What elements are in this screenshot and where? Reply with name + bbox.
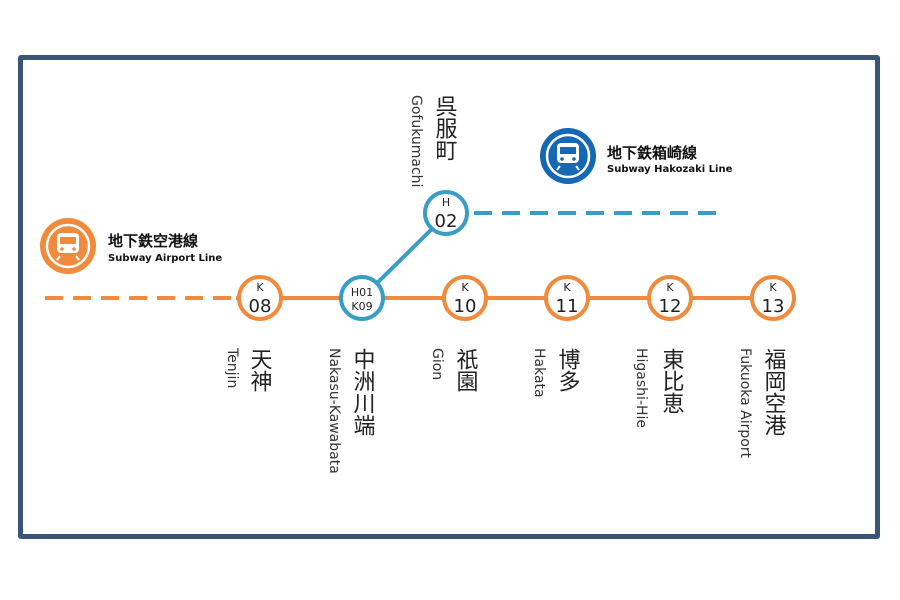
legend-airport-jp: 地下鉄空港線 (108, 232, 198, 250)
station-name-jp-tenjin: 天神 (247, 348, 273, 392)
station-code-k09: K09 (351, 300, 372, 313)
station-number: 12 (659, 296, 682, 317)
station-name-jp-gofukumachi: 呉服町 (432, 95, 458, 161)
station-marker-higashi-hie[interactable]: K 12 (647, 275, 693, 321)
line-code: K (769, 281, 777, 294)
legend-airport-en: Subway Airport Line (108, 253, 222, 264)
station-name-jp-hakata: 博多 (555, 348, 581, 392)
station-marker-gion[interactable]: K 10 (442, 275, 488, 321)
station-name-jp-fukuoka-airport: 福岡空港 (761, 348, 787, 436)
station-name-en-hakata: Hakata (531, 348, 547, 398)
station-marker-nakasu-kawabata[interactable]: H01 K09 (339, 275, 385, 321)
station-name-en-nakasu-kawabata: Nakasu-Kawabata (326, 348, 342, 474)
legend-airport-line: 地下鉄空港線 Subway Airport Line (40, 218, 222, 274)
station-name-en-fukuoka-airport: Fukuoka Airport (737, 348, 753, 459)
station-marker-fukuoka-airport[interactable]: K 13 (750, 275, 796, 321)
station-number: 08 (249, 296, 272, 317)
station-marker-gofukumachi[interactable]: H 02 (423, 190, 469, 236)
station-name-jp-nakasu-kawabata: 中洲川端 (350, 348, 376, 436)
line-code: K (666, 281, 674, 294)
station-marker-tenjin[interactable]: K 08 (237, 275, 283, 321)
station-number: 11 (556, 296, 579, 317)
station-name-jp-higashi-hie: 東比恵 (659, 348, 685, 414)
station-name-en-higashi-hie: Higashi-Hie (633, 348, 649, 428)
station-name-en-gion: Gion (429, 348, 445, 380)
station-name-jp-gion: 祇園 (453, 348, 479, 392)
station-number: 02 (435, 211, 458, 232)
legend-hakozaki-en: Subway Hakozaki Line (607, 164, 733, 175)
station-code-h01: H01 (351, 286, 373, 299)
line-code: K (256, 281, 264, 294)
line-code: H (442, 196, 450, 209)
station-number: 10 (454, 296, 477, 317)
line-code: K (563, 281, 571, 294)
legend-hakozaki-line: 地下鉄箱崎線 Subway Hakozaki Line (540, 128, 733, 184)
station-name-en-gofukumachi: Gofukumachi (408, 95, 424, 187)
station-number: 13 (762, 296, 785, 317)
legend-hakozaki-jp: 地下鉄箱崎線 (607, 144, 697, 162)
line-code: K (461, 281, 469, 294)
station-marker-hakata[interactable]: K 11 (544, 275, 590, 321)
station-name-en-tenjin: Tenjin (224, 347, 240, 388)
